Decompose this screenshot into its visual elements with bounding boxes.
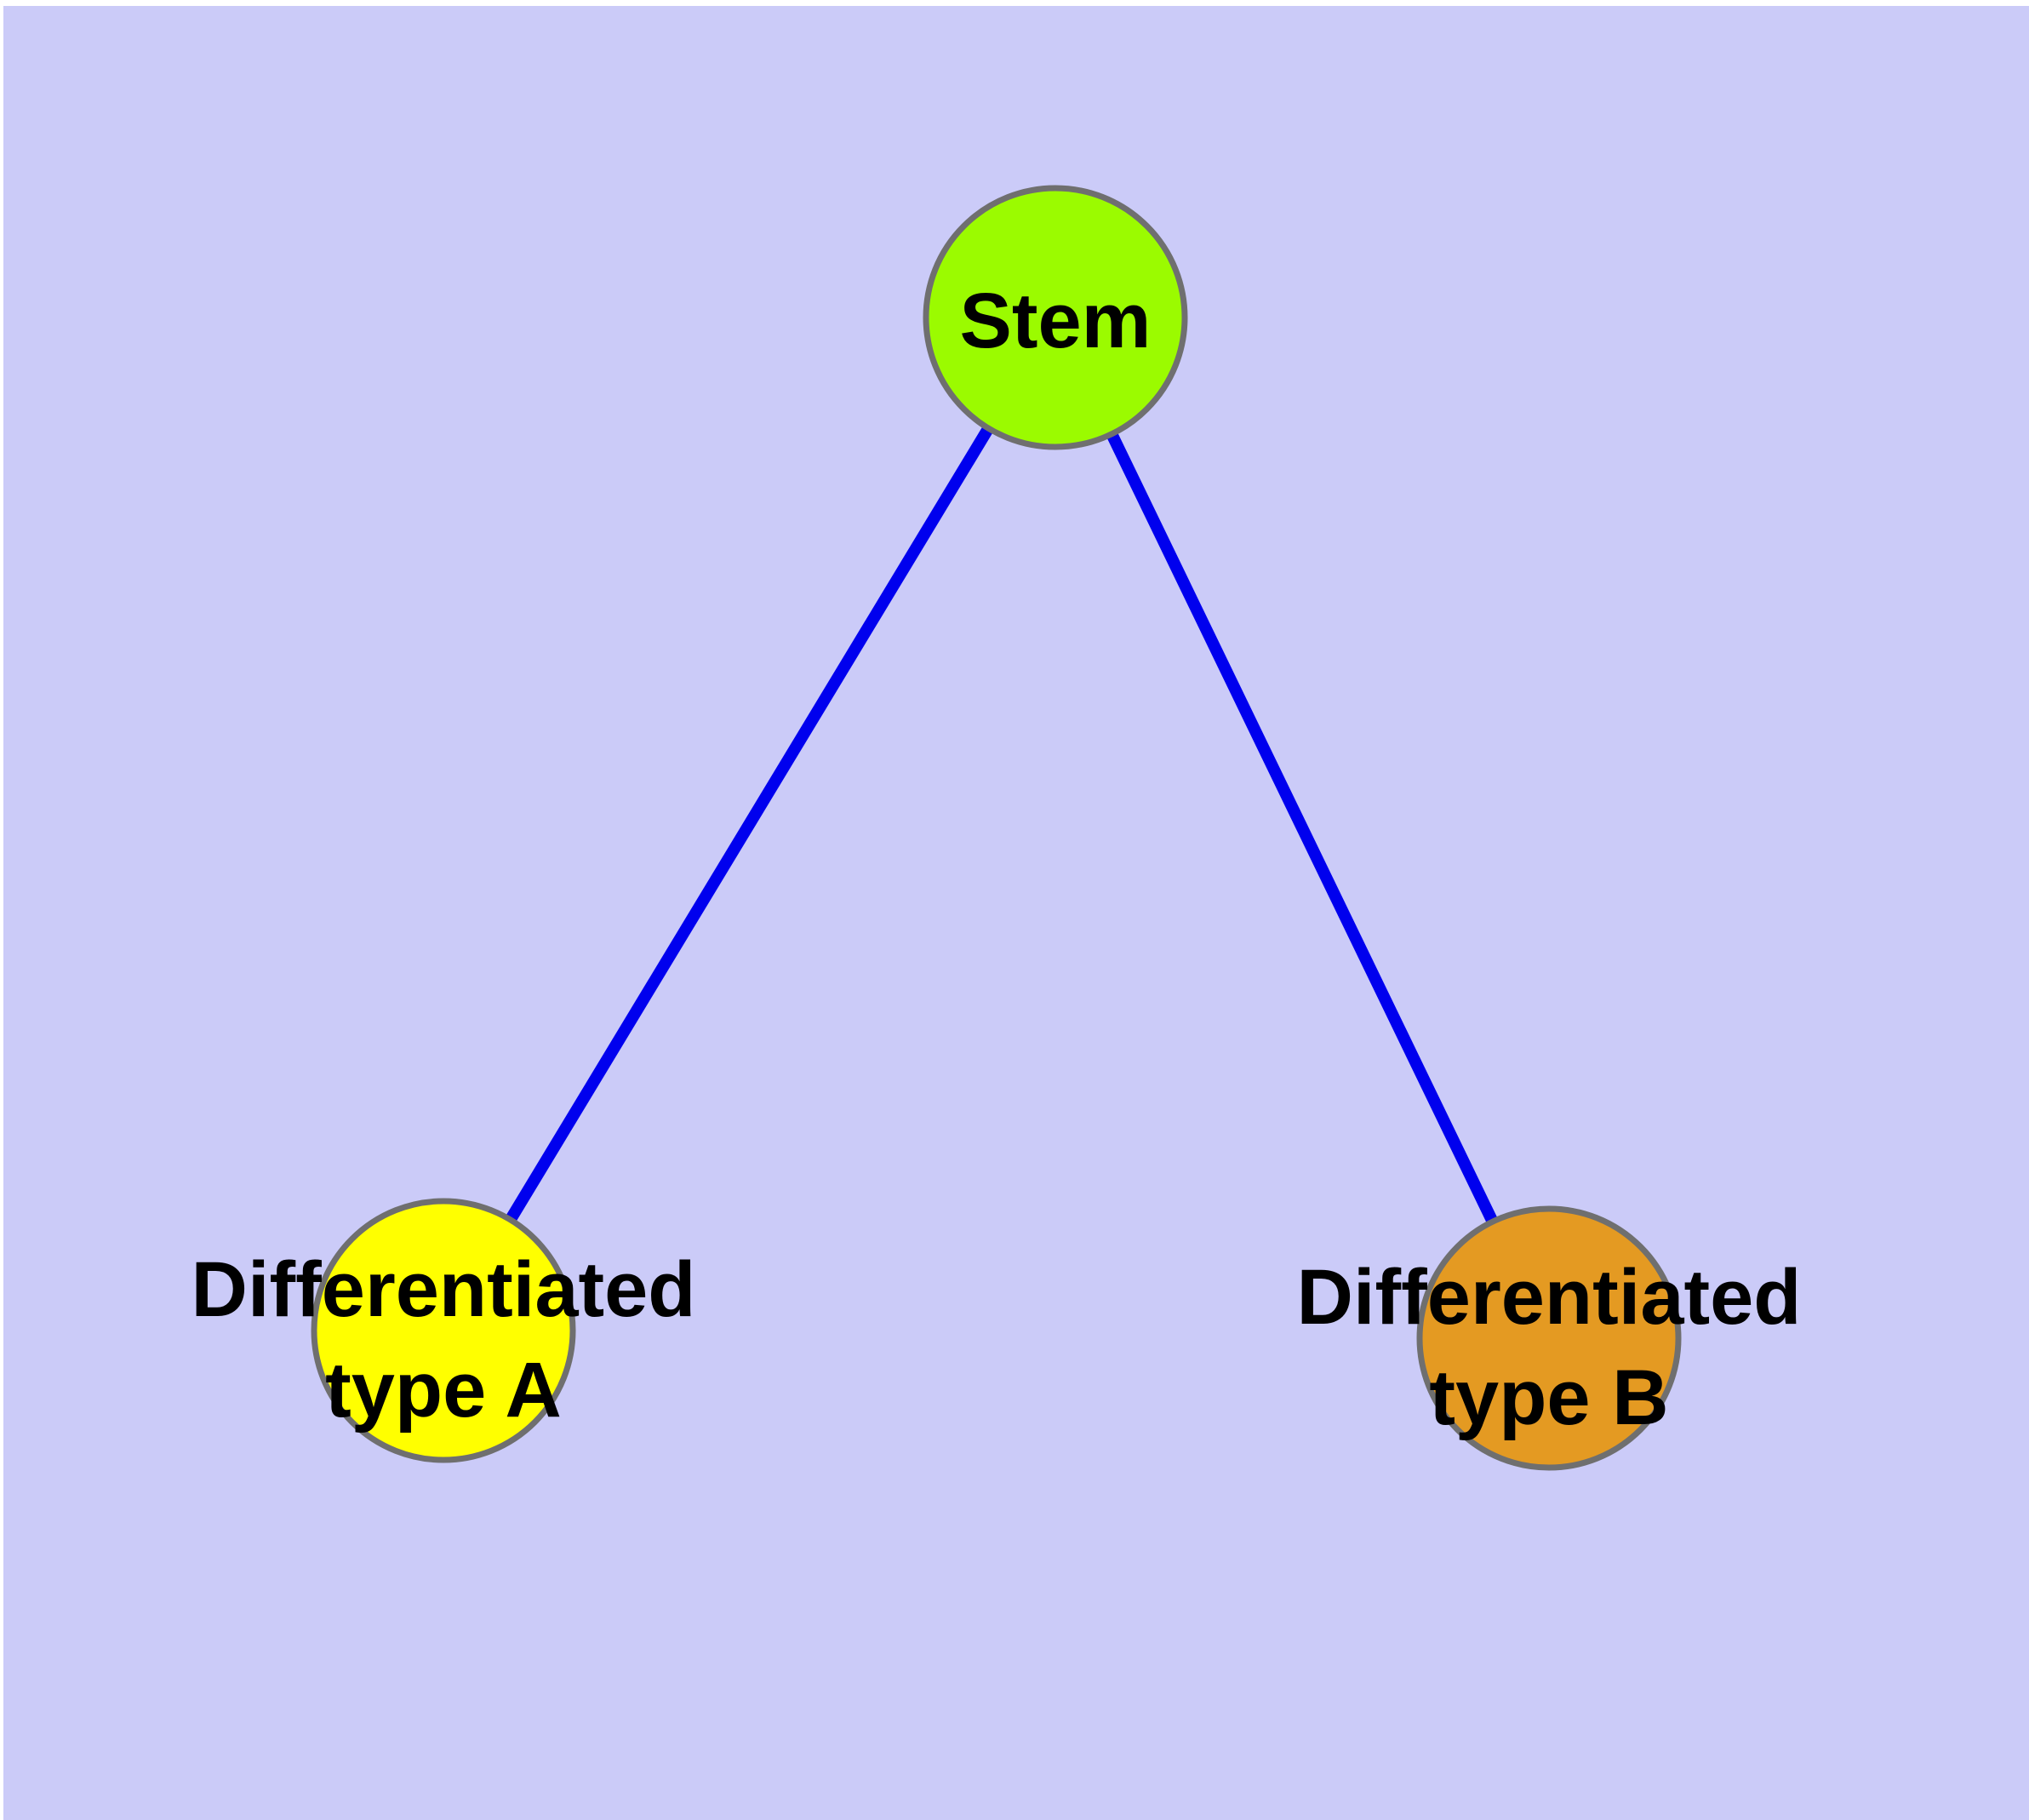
node-differentiated-type-b xyxy=(1416,1205,1682,1471)
node-differentiated-type-a xyxy=(311,1198,576,1463)
node-stem xyxy=(923,185,1188,450)
node-stem-label: Stem xyxy=(960,278,1152,364)
node-differentiated-type-b-label-line2: type B xyxy=(1429,1354,1668,1441)
edge-stem-to-type-b xyxy=(1049,314,1555,1342)
node-differentiated-type-b-label-line1: Differentiated xyxy=(1297,1254,1802,1341)
node-differentiated-type-a-label-line1: Differentiated xyxy=(191,1246,696,1333)
node-differentiated-type-a-label-line2: type A xyxy=(325,1347,562,1434)
edge-stem-to-type-a xyxy=(438,314,1060,1334)
